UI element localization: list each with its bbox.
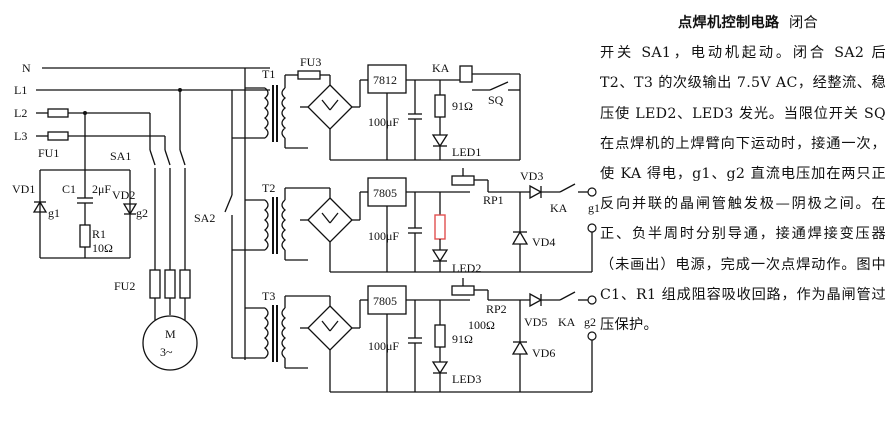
label-vd3: VD3 <box>520 169 543 183</box>
channel-2: 7805 100μF LED2 RP1 VD3 KA g1 <box>284 168 600 275</box>
label-l1: L1 <box>14 83 27 97</box>
label-rp2: RP2 <box>486 302 507 316</box>
reg-3: 7805 <box>373 294 397 308</box>
label-ka-c2: KA <box>558 315 576 329</box>
motor-label: M <box>165 327 176 341</box>
description-line1: 闭合 <box>789 15 819 31</box>
label-rp2-value: 100Ω <box>468 318 495 332</box>
label-c1: C1 <box>62 182 76 196</box>
description-text: 点焊机控制电路 闭合 开关 SA1，电动机起动。闭合 SA2 后 T2、T3 的… <box>600 8 886 340</box>
led-3: LED3 <box>452 372 481 386</box>
label-c1-value: 2μF <box>92 182 111 196</box>
channel-3: 7805 100μF 91Ω LED3 RP2 100Ω VD5 KA g2 <box>284 278 597 393</box>
led-2: LED2 <box>452 261 481 275</box>
label-l2: L2 <box>14 106 27 120</box>
description-first-line: 点焊机控制电路 闭合 <box>600 8 886 38</box>
label-sa2: SA2 <box>194 211 215 225</box>
label-ka-relay: KA <box>432 61 450 75</box>
reg-2: 7805 <box>373 186 397 200</box>
label-g2-gate: g2 <box>136 206 148 220</box>
led-1: LED1 <box>452 145 481 159</box>
transformers: T1 T2 T3 <box>231 67 287 362</box>
label-t3: T3 <box>262 289 275 303</box>
res-1: 91Ω <box>452 99 473 113</box>
label-sq: SQ <box>488 93 504 107</box>
label-sa1: SA1 <box>110 149 131 163</box>
res-3: 91Ω <box>452 332 473 346</box>
label-vd2: VD2 <box>112 188 135 202</box>
label-vd6: VD6 <box>532 346 555 360</box>
label-vd5: VD5 <box>524 315 547 329</box>
label-r1-value: 10Ω <box>92 241 113 255</box>
switch-sa1: SA1 FU2 <box>83 88 191 320</box>
channel-1: FU3 7812 100μF KA 91Ω <box>284 55 521 161</box>
switch-sa2: SA2 <box>194 68 246 360</box>
label-fu2: FU2 <box>114 279 135 293</box>
label-n: N <box>22 61 31 75</box>
cap-1: 100μF <box>368 115 399 129</box>
output-g1: g1 <box>588 201 600 215</box>
label-t2: T2 <box>262 181 275 195</box>
label-rp1: RP1 <box>483 193 504 207</box>
reg-1: 7812 <box>373 73 397 87</box>
label-ka-c1: KA <box>550 201 568 215</box>
cap-2: 100μF <box>368 229 399 243</box>
description-title: 点焊机控制电路 <box>678 15 780 31</box>
label-vd4: VD4 <box>532 235 555 249</box>
label-l3: L3 <box>14 129 27 143</box>
label-fu3: FU3 <box>300 55 321 69</box>
label-t1: T1 <box>262 67 275 81</box>
motor-m: M 3~ <box>142 315 198 371</box>
supply-lines: N L1 L2 L3 FU1 <box>14 61 270 160</box>
label-vd1: VD1 <box>12 182 35 196</box>
thyristor-pair: VD1 g1 VD2 g2 C1 2μF R1 10Ω <box>12 113 148 259</box>
label-fu1: FU1 <box>38 146 59 160</box>
output-g2: g2 <box>584 315 596 329</box>
label-r1: R1 <box>92 227 106 241</box>
description-body: 开关 SA1，电动机起动。闭合 SA2 后 T2、T3 的次级输出 7.5V A… <box>600 45 886 334</box>
label-g1-gate: g1 <box>48 206 60 220</box>
motor-phase: 3~ <box>160 345 173 359</box>
cap-3: 100μF <box>368 339 399 353</box>
circuit-diagram: N L1 L2 L3 FU1 SA1 FU2 <box>12 55 600 393</box>
